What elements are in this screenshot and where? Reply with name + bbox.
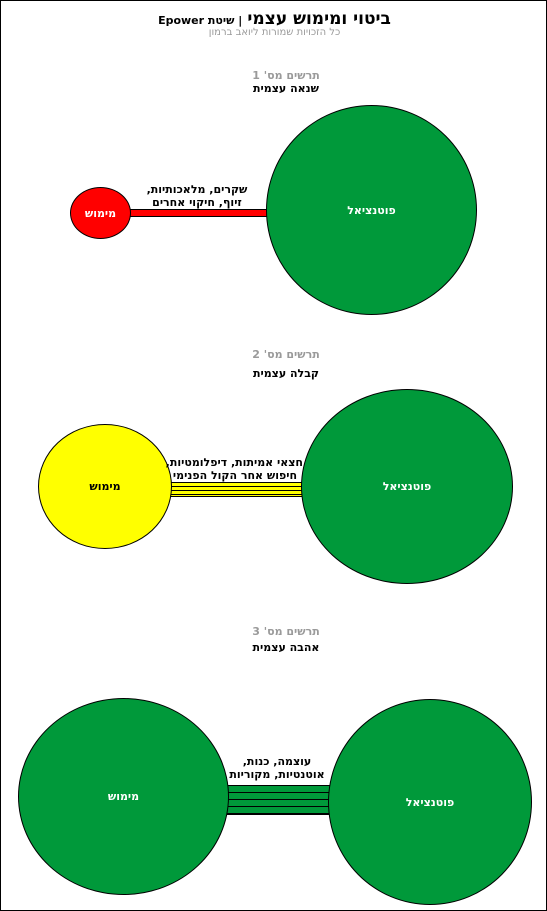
diagram-2-potential-label: פוטנציאל xyxy=(382,480,432,493)
diagram-2-link-text: חצאי אמיתות, דיפלומטיות, חיפוש אחר הקול … xyxy=(165,456,303,482)
diagram-3-link-line-2: אוטנטיות, מקוריות xyxy=(229,768,325,781)
diagram-3-heading: תרשים מס' 3 xyxy=(252,625,320,638)
diagram-3-potential-circle: פוטנציאל xyxy=(328,699,532,905)
diagram-2-connector xyxy=(167,482,305,497)
diagram-3-connector xyxy=(223,785,333,815)
diagram-2-realization-circle: מימוש xyxy=(38,424,172,549)
diagram-3-link-line-1: עוצמה, כנות, xyxy=(242,755,312,768)
copyright-notice: כל הזכויות שמורות ליואב ברמון xyxy=(208,27,341,38)
diagram-1-potential-circle: פוטנציאל xyxy=(266,105,477,315)
diagram-3-link-text: עוצמה, כנות, אוטנטיות, מקוריות xyxy=(219,755,335,781)
diagram-1-link-line-2: זיוף, חיקוי אחרים xyxy=(152,196,242,209)
diagram-1-link-line-1: שקרים, מלאכותיות, xyxy=(146,183,248,196)
diagram-1-heading: תרשים מס' 1 xyxy=(252,69,320,82)
title-method: | שיטת Epower xyxy=(158,14,243,27)
diagram-3-realization-label: מימוש xyxy=(107,790,140,803)
diagram-2-realization-label: מימוש xyxy=(89,480,121,493)
diagram-1-connector xyxy=(127,209,268,217)
diagram-1-potential-label: פוטנציאל xyxy=(347,203,396,217)
diagram-2-potential-circle: פוטנציאל xyxy=(301,389,513,584)
diagram-2-link-line-2: חיפוש אחר הקול הפנימי xyxy=(172,469,298,482)
diagram-3-realization-circle: מימוש xyxy=(18,698,229,895)
diagram-2-link-line-1: חצאי אמיתות, דיפלומטיות, xyxy=(165,456,303,469)
diagram-1-caption: שנאה עצמית xyxy=(253,82,319,95)
diagram-1-realization-circle: מימוש xyxy=(70,187,131,239)
diagram-2-heading: תרשים מס' 2 xyxy=(252,348,320,361)
diagram-1-link-text: שקרים, מלאכותיות, זיוף, חיקוי אחרים xyxy=(129,183,265,209)
diagram-1-realization-label: מימוש xyxy=(84,206,117,220)
diagram-3-potential-label: פוטנציאל xyxy=(405,795,455,809)
diagram-2-caption: קבלה עצמית xyxy=(252,367,320,380)
title-main: ביטוי ומימוש עצמי xyxy=(247,9,391,29)
page-title: ביטוי ומימוש עצמי | שיטת Epower xyxy=(1,9,547,29)
diagram-3-caption: אהבה עצמית xyxy=(252,641,320,654)
